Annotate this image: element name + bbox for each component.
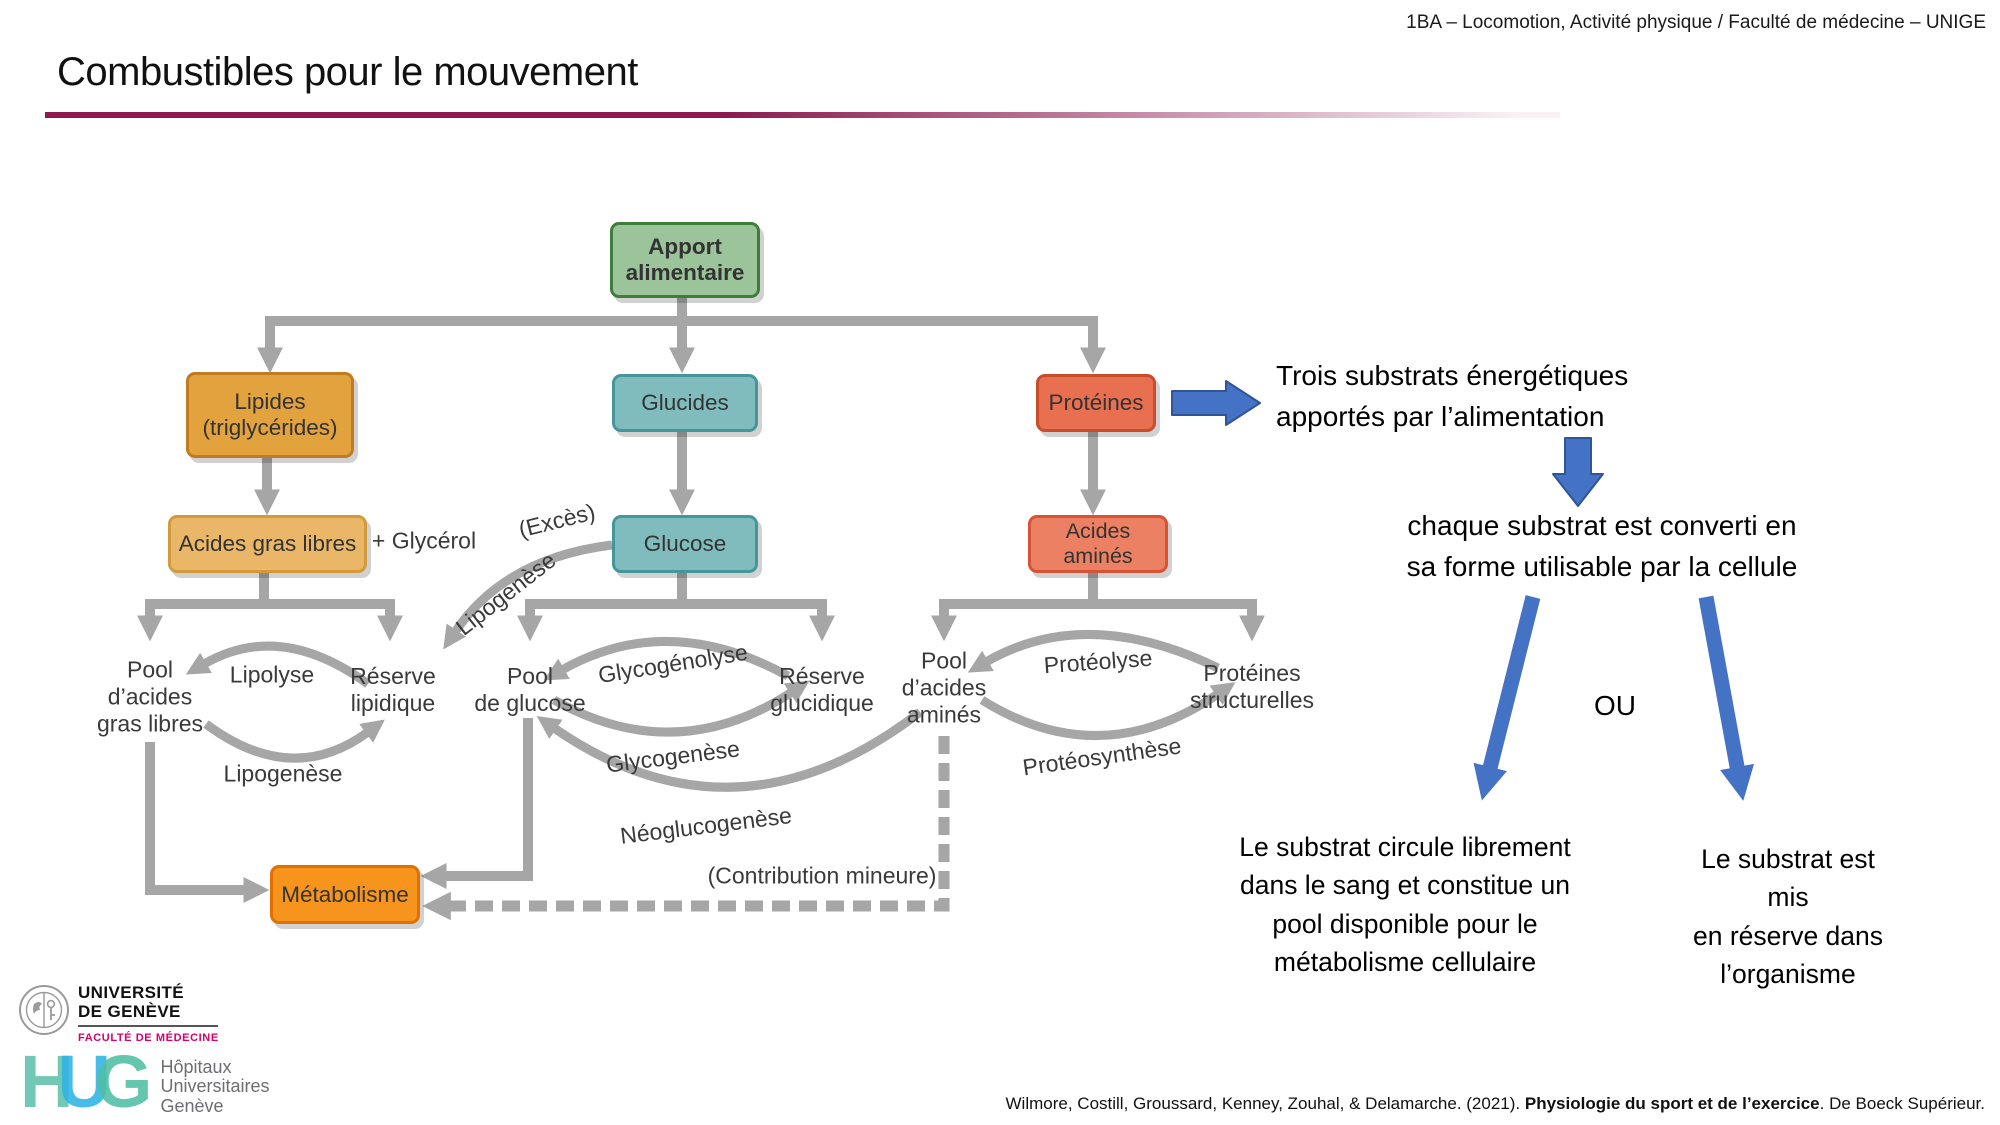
split-aa xyxy=(939,563,1257,609)
blue-down-arrow-icon xyxy=(1552,437,1604,507)
line-glucose-metabolisme xyxy=(420,718,533,889)
split-lipids xyxy=(145,563,395,609)
label-pool-aa: Pool d’acides aminés xyxy=(901,647,987,728)
unige-line2: DE GENÈVE xyxy=(78,1001,181,1021)
pool-splits xyxy=(137,563,1265,642)
title-underline xyxy=(45,112,1560,118)
hug-name: Hôpitaux Universitaires Genève xyxy=(160,1057,270,1116)
box-proteines: Protéines xyxy=(1036,374,1156,432)
annotation-reserve: Le substrat est mis en réserve dans l’or… xyxy=(1692,844,1884,990)
hug-letter-h: H xyxy=(20,1040,74,1123)
box-acides-gras-libres: Acides gras libres xyxy=(168,515,367,573)
curve-lipogenese xyxy=(203,719,385,763)
box-apport-alimentaire: Apport alimentaire xyxy=(610,222,760,298)
annotation-ou: OU xyxy=(1594,690,1636,721)
blue-diagonal-left-arrow-icon xyxy=(1473,595,1541,801)
unige-logo: UNIVERSITÉ DE GENÈVE FACULTÉ DE MÉDECINE xyxy=(18,983,219,1044)
course-header: 1BA – Locomotion, Activité physique / Fa… xyxy=(1406,12,1986,33)
box-glucides: Glucides xyxy=(612,374,758,432)
food-intake-tree xyxy=(254,292,1106,516)
curve-proteolyse xyxy=(967,630,1220,673)
curve-neoglucogenese xyxy=(536,708,923,792)
unige-wordmark: UNIVERSITÉ DE GENÈVE FACULTÉ DE MÉDECINE xyxy=(78,983,219,1044)
blue-diagonal-right-arrow-icon xyxy=(1698,595,1755,801)
unige-divider xyxy=(78,1025,218,1027)
hug-letters: HUG xyxy=(20,1045,152,1119)
hug-letter-u: U xyxy=(57,1040,111,1123)
annotation-trois-substrats: Trois substrats énergétiques apportés pa… xyxy=(1276,360,1629,432)
citation-book-title: Physiologie du sport et de l’exercice xyxy=(1524,1094,1820,1113)
label-reserve-glucidique: Réserve glucidique xyxy=(770,662,874,716)
annotation-arrows xyxy=(1171,380,1755,801)
page-title: Combustibles pour le mouvement xyxy=(57,50,638,94)
hug-letter-g: G xyxy=(94,1040,153,1123)
split-glucose xyxy=(525,563,827,609)
citation: Wilmore, Costill, Groussard, Kenney, Zou… xyxy=(1006,1094,1985,1114)
label-contribution-mineure: (Contribution mineure) xyxy=(707,862,937,889)
label-lipolyse: Lipolyse xyxy=(229,661,315,688)
curve-exces-lipogenese xyxy=(443,540,613,650)
metabolism-feeds xyxy=(145,718,950,921)
unige-line1: UNIVERSITÉ xyxy=(78,983,185,1002)
label-plus-glycerol: + Glycérol xyxy=(371,527,477,554)
annotation-pool-libre: Le substrat circule librement dans le sa… xyxy=(1239,832,1571,978)
box-glucose: Glucose xyxy=(612,515,758,573)
unige-faculty: FACULTÉ DE MÉDECINE xyxy=(78,1031,219,1044)
curve-lipolyse xyxy=(185,641,371,688)
label-pool-glucose: Pool de glucose xyxy=(474,662,586,716)
citation-authors: Wilmore, Costill, Groussard, Kenney, Zou… xyxy=(1005,1094,1525,1113)
curve-proteosynthese xyxy=(979,682,1236,741)
annotation-conversion: chaque substrat est converti en sa forme… xyxy=(1406,510,1798,582)
blue-right-arrow-icon xyxy=(1171,380,1261,426)
box-lipides: Lipides (triglycérides) xyxy=(186,372,354,458)
exchange-curves xyxy=(185,540,1236,792)
label-lipogenese: Lipogenèse xyxy=(223,760,343,787)
citation-publisher: . De Boeck Supérieur. xyxy=(1819,1094,1985,1113)
curve-glycogenolyse xyxy=(543,637,791,681)
label-pool-agl: Pool d’acides gras libres xyxy=(96,656,204,737)
curve-glycogenese xyxy=(551,680,810,737)
line-agl-metabolisme xyxy=(145,742,270,903)
label-proteines-structurelles: Protéines structurelles xyxy=(1190,659,1314,713)
box-acides-amines: Acides aminés xyxy=(1028,515,1168,573)
unige-seal-icon xyxy=(19,985,69,1035)
box-metabolisme: Métabolisme xyxy=(270,865,420,924)
hug-logo: HUG Hôpitaux Universitaires Genève xyxy=(20,1045,270,1119)
label-reserve-lipidique: Réserve lipidique xyxy=(350,662,436,716)
dashed-aa-metabolisme xyxy=(422,736,950,921)
